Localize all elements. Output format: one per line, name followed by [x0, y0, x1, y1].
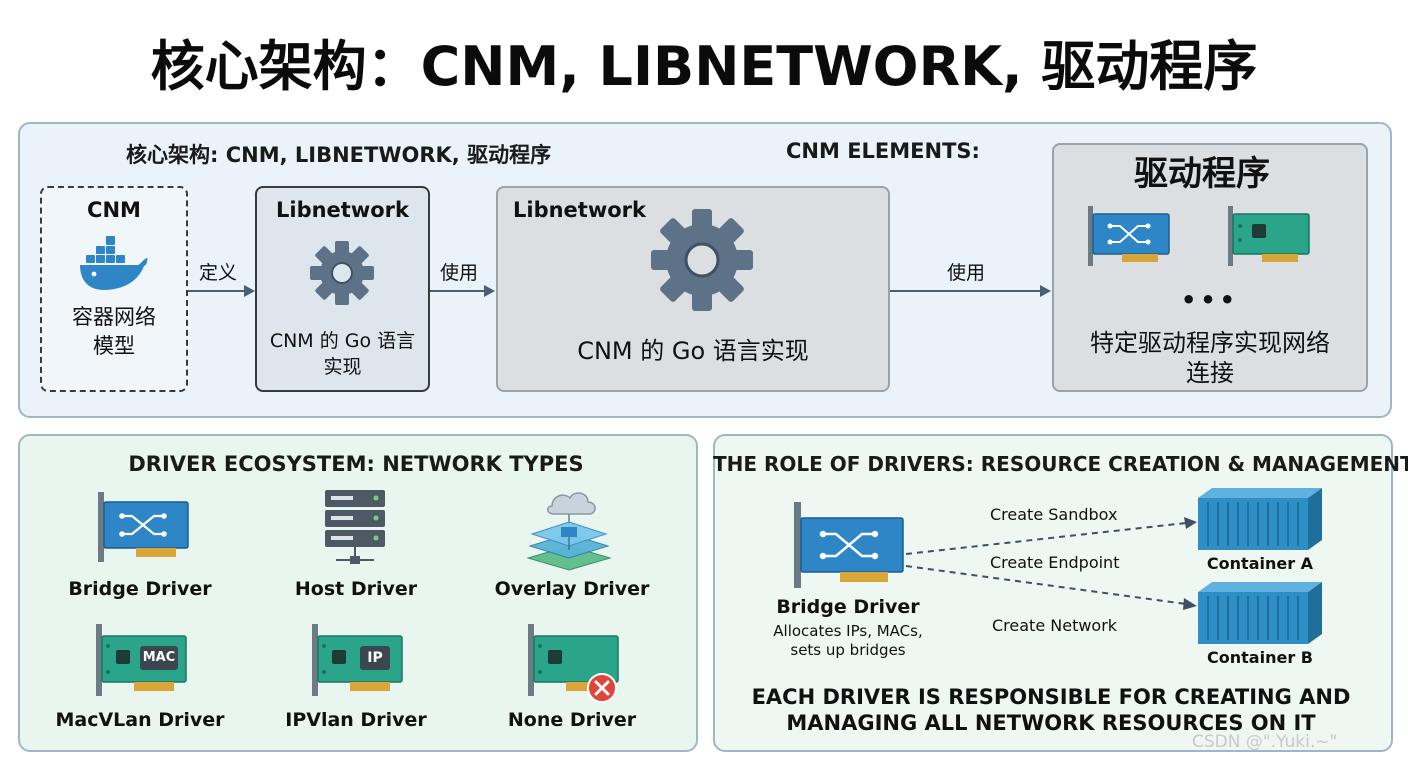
none-card-icon: [528, 624, 619, 703]
container-icon: [1198, 582, 1322, 644]
resource-arrows: [905, 517, 1197, 610]
none-driver-label: None Driver: [507, 709, 637, 731]
drivers-ellipsis: •••: [1180, 286, 1240, 314]
drivers-box: [1052, 143, 1368, 392]
arrow-label-define: 定义: [199, 262, 238, 284]
drivers-desc-line1: 特定驱动程序实现网络: [1090, 329, 1330, 357]
mac-chip-label: MAC: [142, 650, 176, 665]
bridge-card-icon: [98, 492, 189, 562]
gear-icon: [310, 241, 374, 305]
role-heading: THE ROLE OF DRIVERS: RESOURCE CREATION &…: [713, 452, 1408, 476]
bridge-card-icon: [794, 502, 904, 588]
libnetwork-large-text: CNM 的 Go 语言实现: [577, 337, 809, 365]
ipvlan-driver-label: IPVlan Driver: [285, 709, 427, 731]
page-title: 核心架构：CNM, LIBNETWORK, 驱动程序: [150, 35, 1258, 98]
server-icon: [325, 490, 385, 564]
role-driver-desc-line2: sets up bridges: [790, 641, 906, 659]
role-driver-desc-line1: Allocates IPs, MACs,: [773, 622, 923, 640]
libnetwork-large-title: Libnetwork: [513, 198, 646, 222]
libnetwork-small-line1: CNM 的 Go 语言: [269, 330, 416, 352]
overlay-driver-label: Overlay Driver: [494, 578, 650, 600]
host-driver-label: Host Driver: [294, 578, 418, 600]
cnm-elements-heading: CNM ELEMENTS:: [786, 139, 980, 163]
action-create-sandbox: Create Sandbox: [990, 505, 1118, 524]
libnetwork-small-line2: 实现: [323, 356, 362, 378]
bridge-driver-label: Bridge Driver: [68, 578, 212, 600]
architecture-heading: 核心架构: CNM, LIBNETWORK, 驱动程序: [126, 143, 552, 167]
role-driver-name: Bridge Driver: [776, 596, 920, 618]
cnm-desc-line1: 容器网络: [72, 305, 156, 329]
docker-whale-icon: [80, 236, 148, 290]
arrow-libnetwork-to-libnetwork: [430, 285, 495, 297]
container-a-label: Container A: [1206, 554, 1314, 573]
arrow-label-use-1: 使用: [440, 262, 479, 284]
gear-icon: [651, 209, 753, 311]
arrow-cnm-to-libnetwork: [188, 285, 255, 297]
ip-chip-label: IP: [367, 650, 383, 666]
drivers-title: 驱动程序: [1134, 154, 1270, 194]
arrow-libnetwork-to-drivers: [890, 285, 1051, 297]
cnm-title: CNM: [87, 198, 141, 222]
role-statement-line1: EACH DRIVER IS RESPONSIBLE FOR CREATING …: [751, 685, 1351, 709]
ecosystem-panel: [18, 434, 698, 752]
cnm-desc-line2: 模型: [93, 334, 135, 358]
container-b-label: Container B: [1207, 648, 1313, 667]
watermark: CSDN @".Yuki.~": [1192, 732, 1338, 752]
ecosystem-heading: DRIVER ECOSYSTEM: NETWORK TYPES: [128, 452, 584, 476]
action-create-network: Create Network: [992, 616, 1118, 635]
ip-card-icon: [312, 624, 403, 696]
arrow-label-use-2: 使用: [947, 262, 986, 284]
network-card-icon: [1228, 206, 1310, 266]
macvlan-driver-label: MacVLan Driver: [55, 709, 225, 731]
action-create-endpoint: Create Endpoint: [990, 553, 1120, 572]
mac-card-icon: [96, 624, 187, 696]
container-icon: [1198, 488, 1322, 550]
drivers-desc-line2: 连接: [1186, 359, 1234, 387]
overlay-cloud-icon: [526, 492, 612, 571]
network-card-icon: [1088, 206, 1170, 266]
role-statement-line2: MANAGING ALL NETWORK RESOURCES ON IT: [786, 711, 1316, 735]
libnetwork-small-title: Libnetwork: [276, 198, 409, 222]
